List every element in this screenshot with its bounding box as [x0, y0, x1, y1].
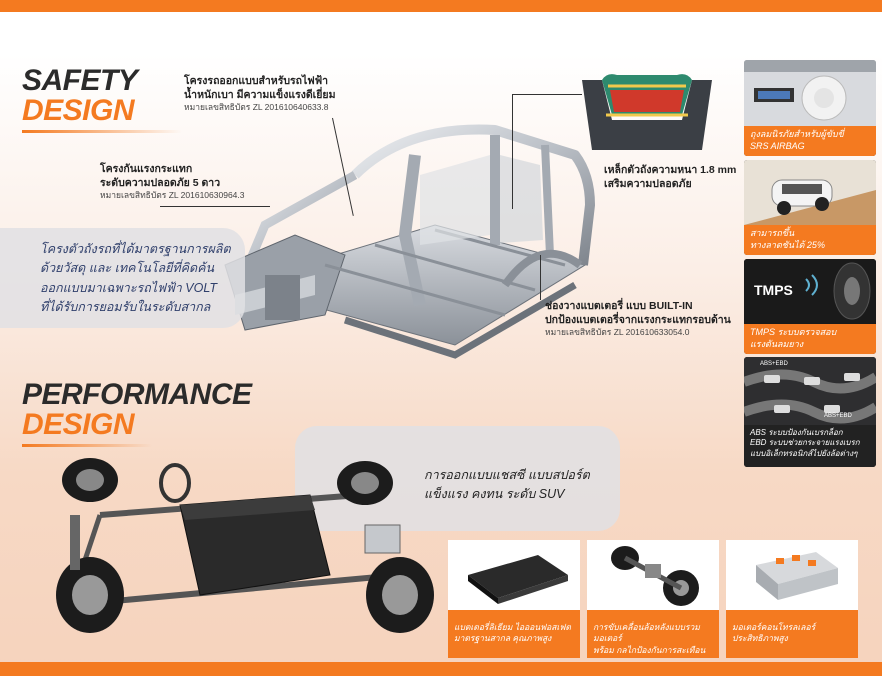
incline-caption: สามารถขึ้น ทางลาดชันได้ 25% — [744, 225, 876, 255]
tmps-caption-line1: TMPS ระบบตรวจสอบ — [750, 327, 837, 337]
leader-line-battery — [540, 255, 541, 300]
leader-line-crash — [160, 206, 270, 207]
airbag-caption-line1: ถุงลมนิรภัยสำหรับผู้ขับขี่ — [750, 129, 844, 139]
rear-drive-caption: การขับเคลื่อนล้อหลังแบบรวมมอเตอร์ พร้อม … — [587, 610, 719, 658]
airbag-caption: ถุงลมนิรภัยสำหรับผู้ขับขี่ SRS AIRBAG — [744, 126, 876, 156]
callout-lightweight-frame: โครงรถออกแบบสำหรับรถไฟฟ้า น้ำหนักเบา มีค… — [184, 74, 336, 114]
performance-title-underline — [22, 444, 152, 447]
callout-battery-line2: ปกป้องแบตเตอรี่จากแรงกระแทกรอบด้าน — [545, 314, 731, 327]
callout-builtin-battery: ช่องวางแบตเตอรี่ แบบ BUILT-IN ปกป้องแบตเ… — [545, 299, 731, 339]
safety-panel-line2: ด้วยวัสดุ และ เทคโนโลยีที่คิดค้น — [40, 261, 215, 276]
performance-panel-line1: การออกแบบแชสซี แบบสปอร์ต — [424, 468, 590, 482]
safety-description-text: โครงตัวถังรถที่ได้มาตรฐานการผลิต ด้วยวัส… — [40, 240, 231, 318]
battery-caption: แบตเตอรี่ลิเธียม ไอออนฟอสเฟต มาตรฐานสากล… — [448, 610, 580, 658]
airbag-caption-line2: SRS AIRBAG — [750, 140, 805, 151]
rear-drive-image — [587, 540, 719, 610]
tmps-caption: TMPS ระบบตรวจสอบ แรงดันลมยาง — [744, 324, 876, 354]
tmps-caption-line2: แรงดันลมยาง — [750, 338, 804, 349]
rear-drive-caption-line2: พร้อม กลไกป้องกันการสะเทือน — [593, 644, 706, 655]
top-white-band — [0, 12, 882, 52]
performance-title-line1: PERFORMANCE — [22, 378, 252, 411]
abs-caption-line1: ABS ระบบป้องกันเบรกล็อก — [750, 428, 843, 437]
performance-title-line2: DESIGN — [22, 408, 135, 441]
motor-controller-caption-line1: มอเตอร์คอนโทรลเลอร์ — [732, 622, 816, 632]
tmps-image — [744, 259, 876, 324]
safety-panel-line3: ออกแบบมาเฉพาะรถไฟฟ้า VOLT — [40, 280, 218, 295]
callout-steel-thickness: เหล็กตัวถังความหนา 1.8 mm เสริมความปลอดภ… — [604, 163, 736, 191]
bottom-card-motor-controller: มอเตอร์คอนโทรลเลอร์ ประสิทธิภาพสูง — [726, 540, 858, 658]
battery-caption-line1: แบตเตอรี่ลิเธียม ไอออนฟอสเฟต — [454, 622, 571, 632]
performance-description-text: การออกแบบแชสซี แบบสปอร์ต แข็งแรง คงทน ระ… — [424, 466, 590, 505]
safety-panel-line4: ที่ได้รับการยอมรับในระดับสากล — [40, 300, 211, 315]
right-card-incline: สามารถขึ้น ทางลาดชันได้ 25% — [744, 160, 876, 255]
right-card-airbag: ถุงลมนิรภัยสำหรับผู้ขับขี่ SRS AIRBAG — [744, 60, 876, 156]
callout-battery-line1: ช่องวางแบตเตอรี่ แบบ BUILT-IN — [545, 300, 693, 312]
leader-line-steel-top — [512, 94, 582, 95]
callout-frame-patent: หมายเลขสิทธิบัตร ZL 201610640633.8 — [184, 102, 329, 113]
leader-line-steel-vertical — [512, 94, 513, 209]
callout-frame-line1: โครงรถออกแบบสำหรับรถไฟฟ้า — [184, 75, 329, 87]
safety-description-panel — [0, 228, 245, 328]
callout-crash-patent: หมายเลขสิทธิบัตร ZL 201610630964.3 — [100, 190, 245, 201]
airbag-image — [744, 60, 876, 126]
abs-image — [744, 357, 876, 425]
callout-frame-line2: น้ำหนักเบา มีความแข็งแรงดีเยี่ยม — [184, 89, 336, 102]
incline-caption-line2: ทางลาดชันได้ 25% — [750, 239, 825, 250]
abs-badge-bottom: ABS+EBD — [824, 413, 852, 419]
car-body-frame-illustration — [224, 124, 595, 359]
incline-image — [744, 160, 876, 225]
tmps-label: TMPS — [754, 282, 793, 298]
bottom-card-battery: แบตเตอรี่ลิเธียม ไอออนฟอสเฟต มาตรฐานสากล… — [448, 540, 580, 658]
safety-title-line2: DESIGN — [22, 94, 135, 127]
steel-cross-section-illustration — [582, 74, 712, 150]
chassis-illustration — [56, 458, 434, 633]
callout-crash-line1: โครงกันแรงกระแทก — [100, 163, 193, 175]
right-card-abs: ABS+EBD ABS+EBD ABS ระบบป้องกันเบรกล็อก … — [744, 357, 876, 467]
battery-pack-image — [448, 540, 580, 610]
callout-crash-structure: โครงกันแรงกระแทก ระดับความปลอดภัย 5 ดาว … — [100, 162, 245, 202]
callout-crash-line2: ระดับความปลอดภัย 5 ดาว — [100, 177, 221, 190]
safety-title-underline — [22, 130, 182, 133]
callout-steel-line1: เหล็กตัวถังความหนา 1.8 mm — [604, 164, 737, 176]
abs-caption-line2: EBD ระบบช่วยกระจายแรงเบรก — [750, 438, 860, 448]
callout-battery-patent: หมายเลขสิทธิบัตร ZL 201610633054.0 — [545, 327, 690, 338]
battery-caption-line2: มาตรฐานสากล คุณภาพสูง — [454, 633, 552, 644]
abs-caption-line3: แบบอิเล็กทรอนิกส์ไปยังล้อต่างๆ — [750, 448, 858, 458]
abs-caption: ABS ระบบป้องกันเบรกล็อก EBD ระบบช่วยกระจ… — [744, 425, 876, 467]
abs-badge-top: ABS+EBD — [760, 361, 788, 367]
motor-controller-caption-line2: ประสิทธิภาพสูง — [732, 633, 788, 644]
callout-steel-line2: เสริมความปลอดภัย — [604, 178, 692, 191]
safety-panel-line1: โครงตัวถังรถที่ได้มาตรฐานการผลิต — [40, 242, 231, 256]
rear-drive-caption-line1: การขับเคลื่อนล้อหลังแบบรวมมอเตอร์ — [593, 622, 700, 644]
motor-controller-image — [726, 540, 858, 610]
right-card-tmps: TMPS TMPS ระบบตรวจสอบ แรงดันลมยาง — [744, 259, 876, 354]
top-orange-bar — [0, 0, 882, 12]
safety-title-line1: SAFETY — [22, 64, 138, 97]
bottom-card-rear-drive: การขับเคลื่อนล้อหลังแบบรวมมอเตอร์ พร้อม … — [587, 540, 719, 658]
bottom-orange-bar — [0, 662, 882, 676]
incline-caption-line1: สามารถขึ้น — [750, 228, 795, 238]
performance-panel-line2: แข็งแรง คงทน ระดับ SUV — [424, 487, 565, 502]
motor-controller-caption: มอเตอร์คอนโทรลเลอร์ ประสิทธิภาพสูง — [726, 610, 858, 658]
